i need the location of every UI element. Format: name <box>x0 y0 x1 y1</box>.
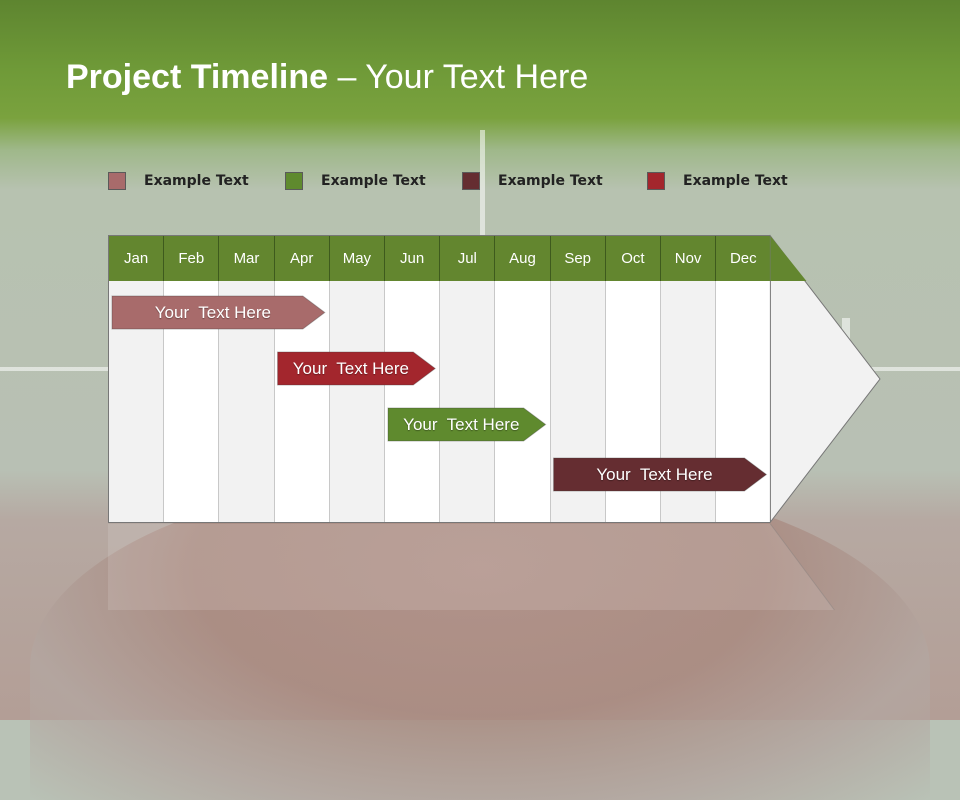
task-bar <box>553 457 768 492</box>
arrow-head <box>769 234 881 524</box>
month-header: Mar <box>219 236 275 281</box>
month-column <box>440 236 496 522</box>
task-bar-label: Your Text Here <box>154 302 272 322</box>
month-header: Aug <box>495 236 551 281</box>
reflection-edge <box>769 523 835 611</box>
task-bar <box>277 351 437 386</box>
legend-swatch <box>647 172 665 190</box>
task-bar-label: Your Text Here <box>596 464 713 484</box>
legend-item: Example Text <box>108 170 249 192</box>
legend-label: Example Text <box>144 173 249 189</box>
task-bar-label: Your Text Here <box>292 358 410 378</box>
month-header: Apr <box>274 236 330 281</box>
month-header: Jul <box>440 236 496 281</box>
title-rest: – Your Text Here <box>328 58 589 96</box>
legend-label: Example Text <box>321 173 426 189</box>
legend-swatch <box>462 172 480 190</box>
arrow-head-header <box>770 236 807 281</box>
month-column <box>495 236 551 522</box>
title-bold: Project Timeline <box>66 58 329 96</box>
legend-item: Example Text <box>462 170 603 192</box>
month-header: Sep <box>550 236 606 281</box>
month-header: Oct <box>605 236 661 281</box>
yard-line <box>480 130 485 235</box>
legend-item: Example Text <box>647 170 788 192</box>
month-column <box>219 236 275 522</box>
month-header: Nov <box>661 236 717 281</box>
legend-swatch <box>108 172 126 190</box>
month-header: Jun <box>385 236 441 281</box>
reflection <box>108 524 835 610</box>
legend-label: Example Text <box>498 173 603 189</box>
month-header: May <box>329 236 385 281</box>
task-bar <box>387 407 547 442</box>
month-header: Feb <box>164 236 220 281</box>
task-bar <box>111 295 326 330</box>
month-column <box>164 236 220 522</box>
month-header: Jan <box>109 236 165 281</box>
timeline-overlay <box>108 234 881 611</box>
legend-swatch <box>285 172 303 190</box>
month-column <box>109 236 165 522</box>
task-bar-label: Your Text Here <box>403 414 520 434</box>
legend-label: Example Text <box>683 173 788 189</box>
month-header: Dec <box>716 236 772 281</box>
page-title: Project Timeline – Your Text Here <box>66 58 588 97</box>
legend-item: Example Text <box>285 170 426 192</box>
